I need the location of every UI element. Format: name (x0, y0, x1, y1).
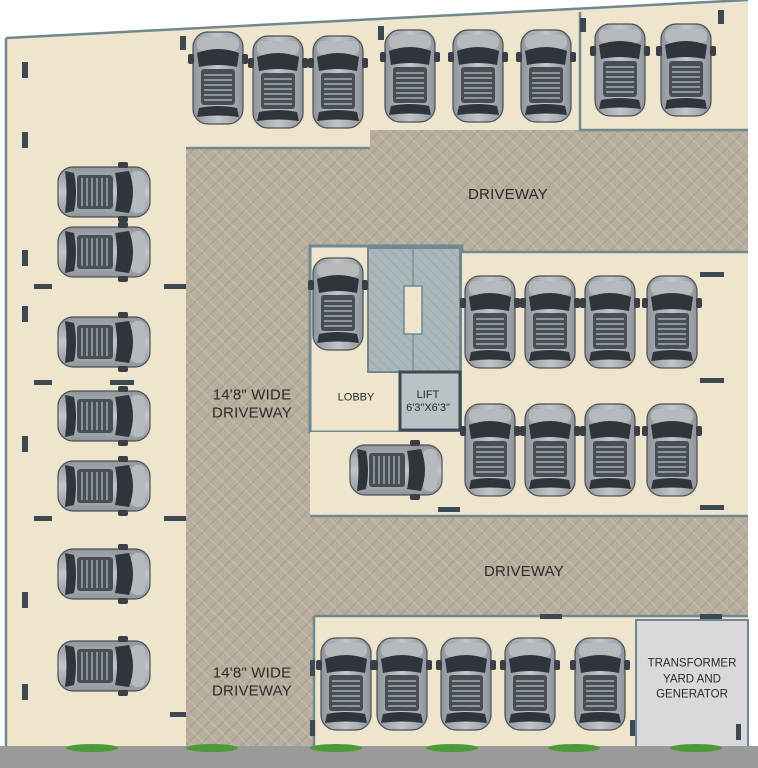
parked-car (589, 23, 651, 117)
column-marks (22, 10, 741, 740)
parked-car (57, 385, 151, 447)
label-driveway-left-upper: 14'8" WIDE DRIVEWAY (212, 386, 292, 421)
parked-car (579, 403, 641, 497)
parked-car (57, 221, 151, 283)
walls (4, 0, 749, 750)
label-driveway-top: DRIVEWAY (468, 186, 548, 204)
parked-car (459, 403, 521, 497)
parked-car (57, 543, 151, 605)
parked-car (515, 29, 577, 123)
parked-car (57, 311, 151, 373)
parked-car (349, 439, 443, 501)
driveway-upper-left (186, 130, 748, 612)
parked-car (499, 637, 561, 731)
parked-car (641, 275, 703, 369)
parked-car (379, 29, 441, 123)
parked-car (447, 29, 509, 123)
parked-car (569, 637, 631, 731)
parked-car (579, 275, 641, 369)
plants (66, 744, 722, 752)
label-lobby: LOBBY (337, 391, 375, 404)
parked-car (315, 637, 377, 731)
label-driveway-bottom: DRIVEWAY (484, 563, 564, 581)
driveway-lower (186, 516, 748, 616)
parked-car (519, 275, 581, 369)
parked-car (641, 403, 703, 497)
transformer-yard (635, 619, 749, 749)
parked-car (307, 35, 369, 129)
lift-shaft (398, 370, 462, 432)
label-driveway-left-lower: 14'8" WIDE DRIVEWAY (212, 664, 292, 699)
parked-car (57, 161, 151, 223)
parked-car (519, 403, 581, 497)
driveway-left-lower (186, 600, 314, 746)
parked-car (307, 257, 369, 351)
parked-car (435, 637, 497, 731)
parked-car (459, 275, 521, 369)
parked-car (247, 35, 309, 129)
parked-car (187, 31, 249, 125)
label-transformer-yard: TRANSFORMER YARD AND GENERATOR (647, 657, 737, 701)
parked-car (57, 635, 151, 697)
parked-car (371, 637, 433, 731)
label-lift: LIFT 6'3"X6'3" (406, 389, 450, 414)
stair-well (403, 285, 423, 335)
parked-car (57, 455, 151, 517)
parked-car (655, 23, 717, 117)
